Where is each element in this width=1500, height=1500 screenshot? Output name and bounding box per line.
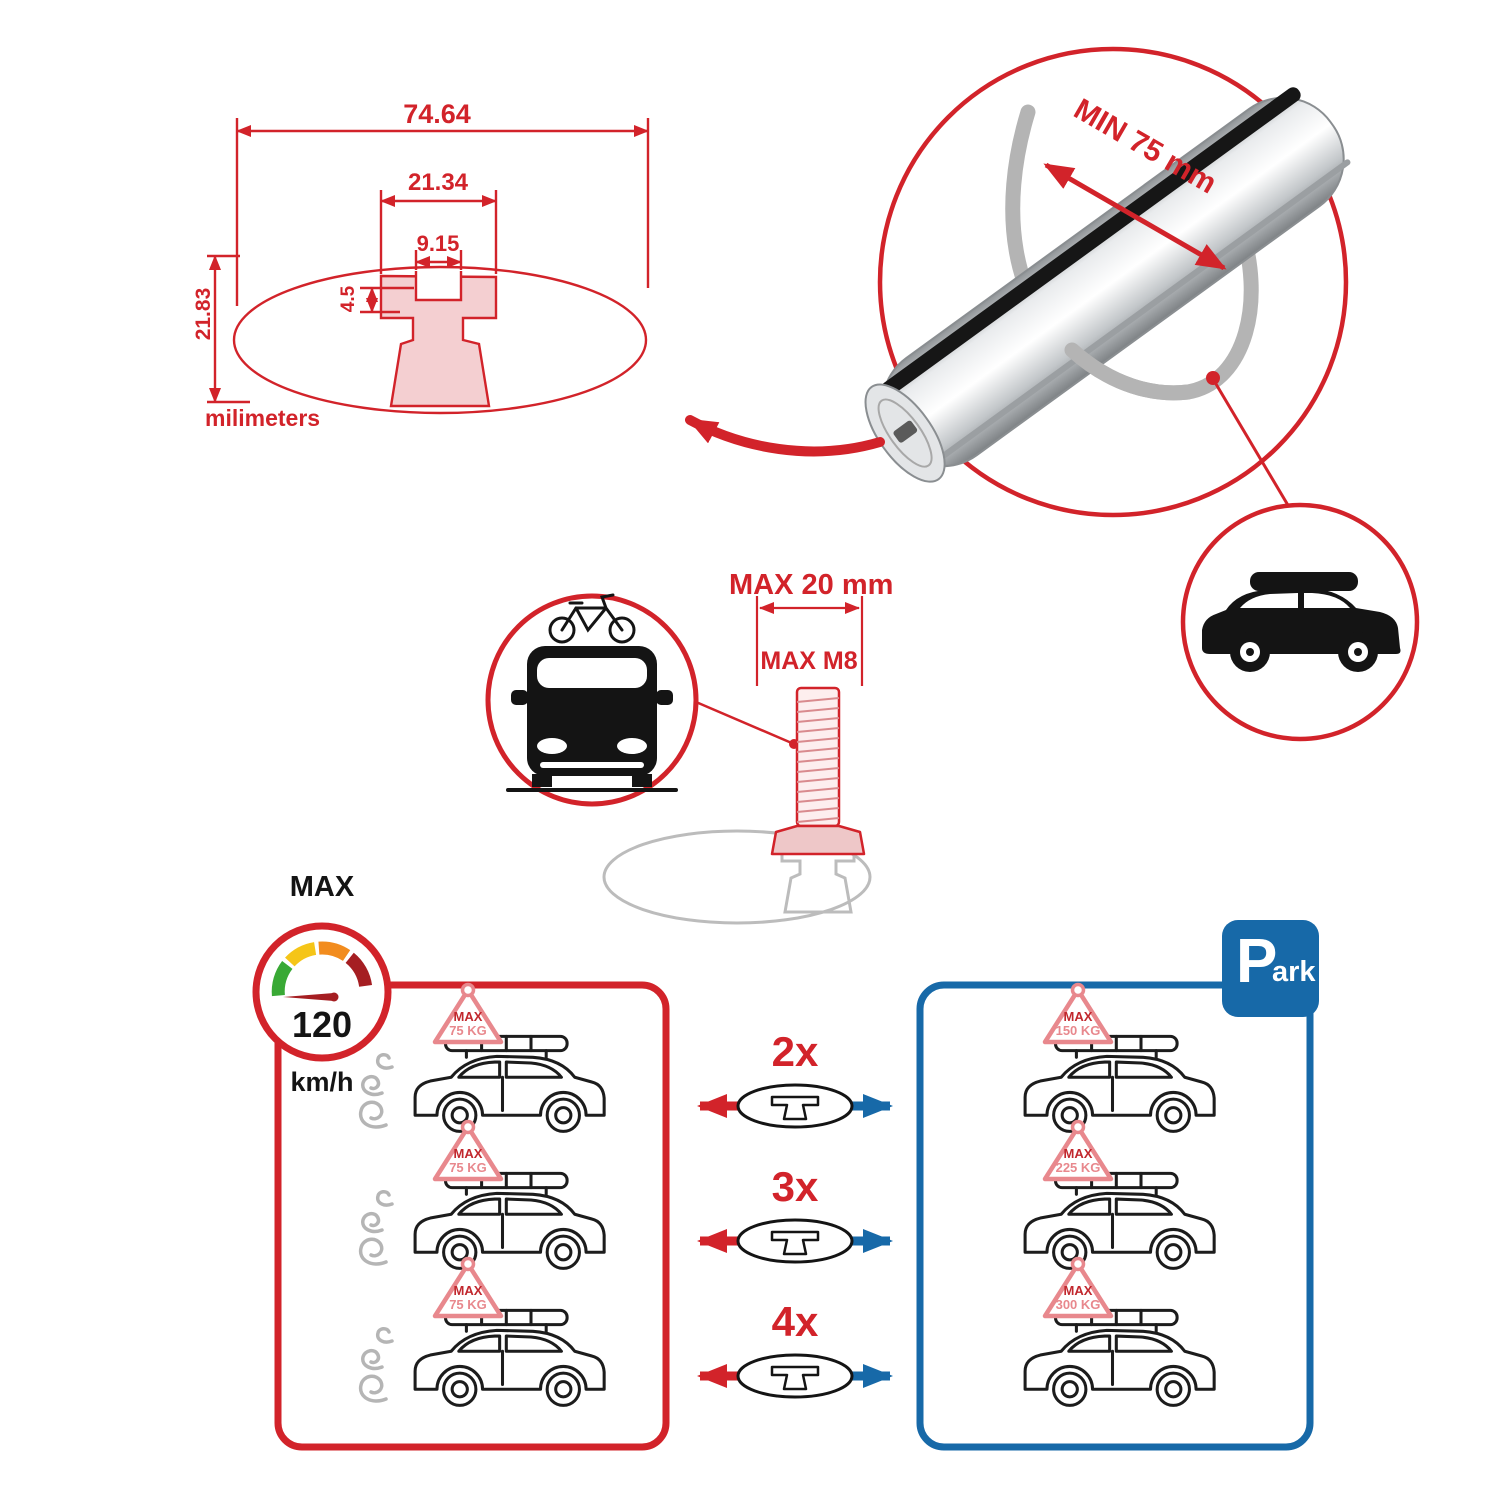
- clamp-strap-front: [1064, 342, 1196, 401]
- bike-on-roof-icon: [548, 593, 636, 644]
- parking-sign-letter: P: [1236, 927, 1278, 996]
- clamp-anchor-dot: [1206, 371, 1220, 385]
- parked-cars: [1023, 982, 1216, 1407]
- parking-sign-rest: ark: [1272, 956, 1316, 988]
- flag-title: MAX: [453, 1283, 483, 1298]
- units-label: milimeters: [205, 405, 321, 431]
- speed-value: 120: [291, 1004, 353, 1045]
- min-span-arrow: [1043, 162, 1227, 271]
- flag-title: MAX: [453, 1146, 483, 1161]
- roofbox-car-circle: [1180, 502, 1420, 742]
- dim-total-height: 21.83: [191, 287, 215, 341]
- speedometer-needle: [283, 993, 334, 1001]
- connector-line: [1214, 383, 1294, 513]
- dim-total-width: 74.64: [403, 99, 471, 129]
- zoom-arrow: [685, 415, 885, 457]
- flag-title: MAX: [1063, 1283, 1093, 1298]
- parking-sign: P ark: [1222, 920, 1319, 1017]
- flag-load: 150 KG: [1055, 1023, 1101, 1038]
- flag-load: 75 KG: [449, 1023, 487, 1038]
- car-front-circle: [485, 593, 699, 807]
- t-bolt-icon: [770, 686, 866, 856]
- flag-title: MAX: [1063, 1146, 1093, 1161]
- flag-load: 225 KG: [1055, 1160, 1101, 1175]
- crossbar-detail-circle: [685, 46, 1351, 518]
- bolt-diagram: [602, 596, 872, 925]
- bolt-max-thread-label: MAX M8: [760, 647, 858, 675]
- dim-channel-width: 21.34: [407, 169, 469, 196]
- dim-slot-depth: 4.5: [338, 285, 360, 313]
- dim-slot-width: 9.15: [416, 231, 460, 256]
- gray-profile-sketch: [602, 829, 872, 925]
- flag-load: 75 KG: [449, 1297, 487, 1312]
- cross-section-diagram: [207, 118, 650, 415]
- car-front-icon: [506, 646, 678, 792]
- count-3x: 3x: [771, 1163, 819, 1210]
- speedometer: [252, 922, 392, 1062]
- flag-load: 300 KG: [1055, 1297, 1101, 1312]
- count-4x: 4x: [771, 1298, 819, 1345]
- suv-with-roofbox-icon: [1202, 572, 1401, 672]
- count-2x: 2x: [771, 1028, 819, 1075]
- crossbar-count-arrows: [697, 1083, 893, 1399]
- speed-max-label: MAX: [289, 871, 355, 903]
- driving-cars: [358, 982, 606, 1407]
- flag-title: MAX: [453, 1009, 483, 1024]
- flag-load: 75 KG: [449, 1160, 487, 1175]
- bolt-max-length-label: MAX 20 mm: [729, 569, 894, 601]
- speed-unit: km/h: [290, 1067, 354, 1097]
- flag-title: MAX: [1063, 1009, 1093, 1024]
